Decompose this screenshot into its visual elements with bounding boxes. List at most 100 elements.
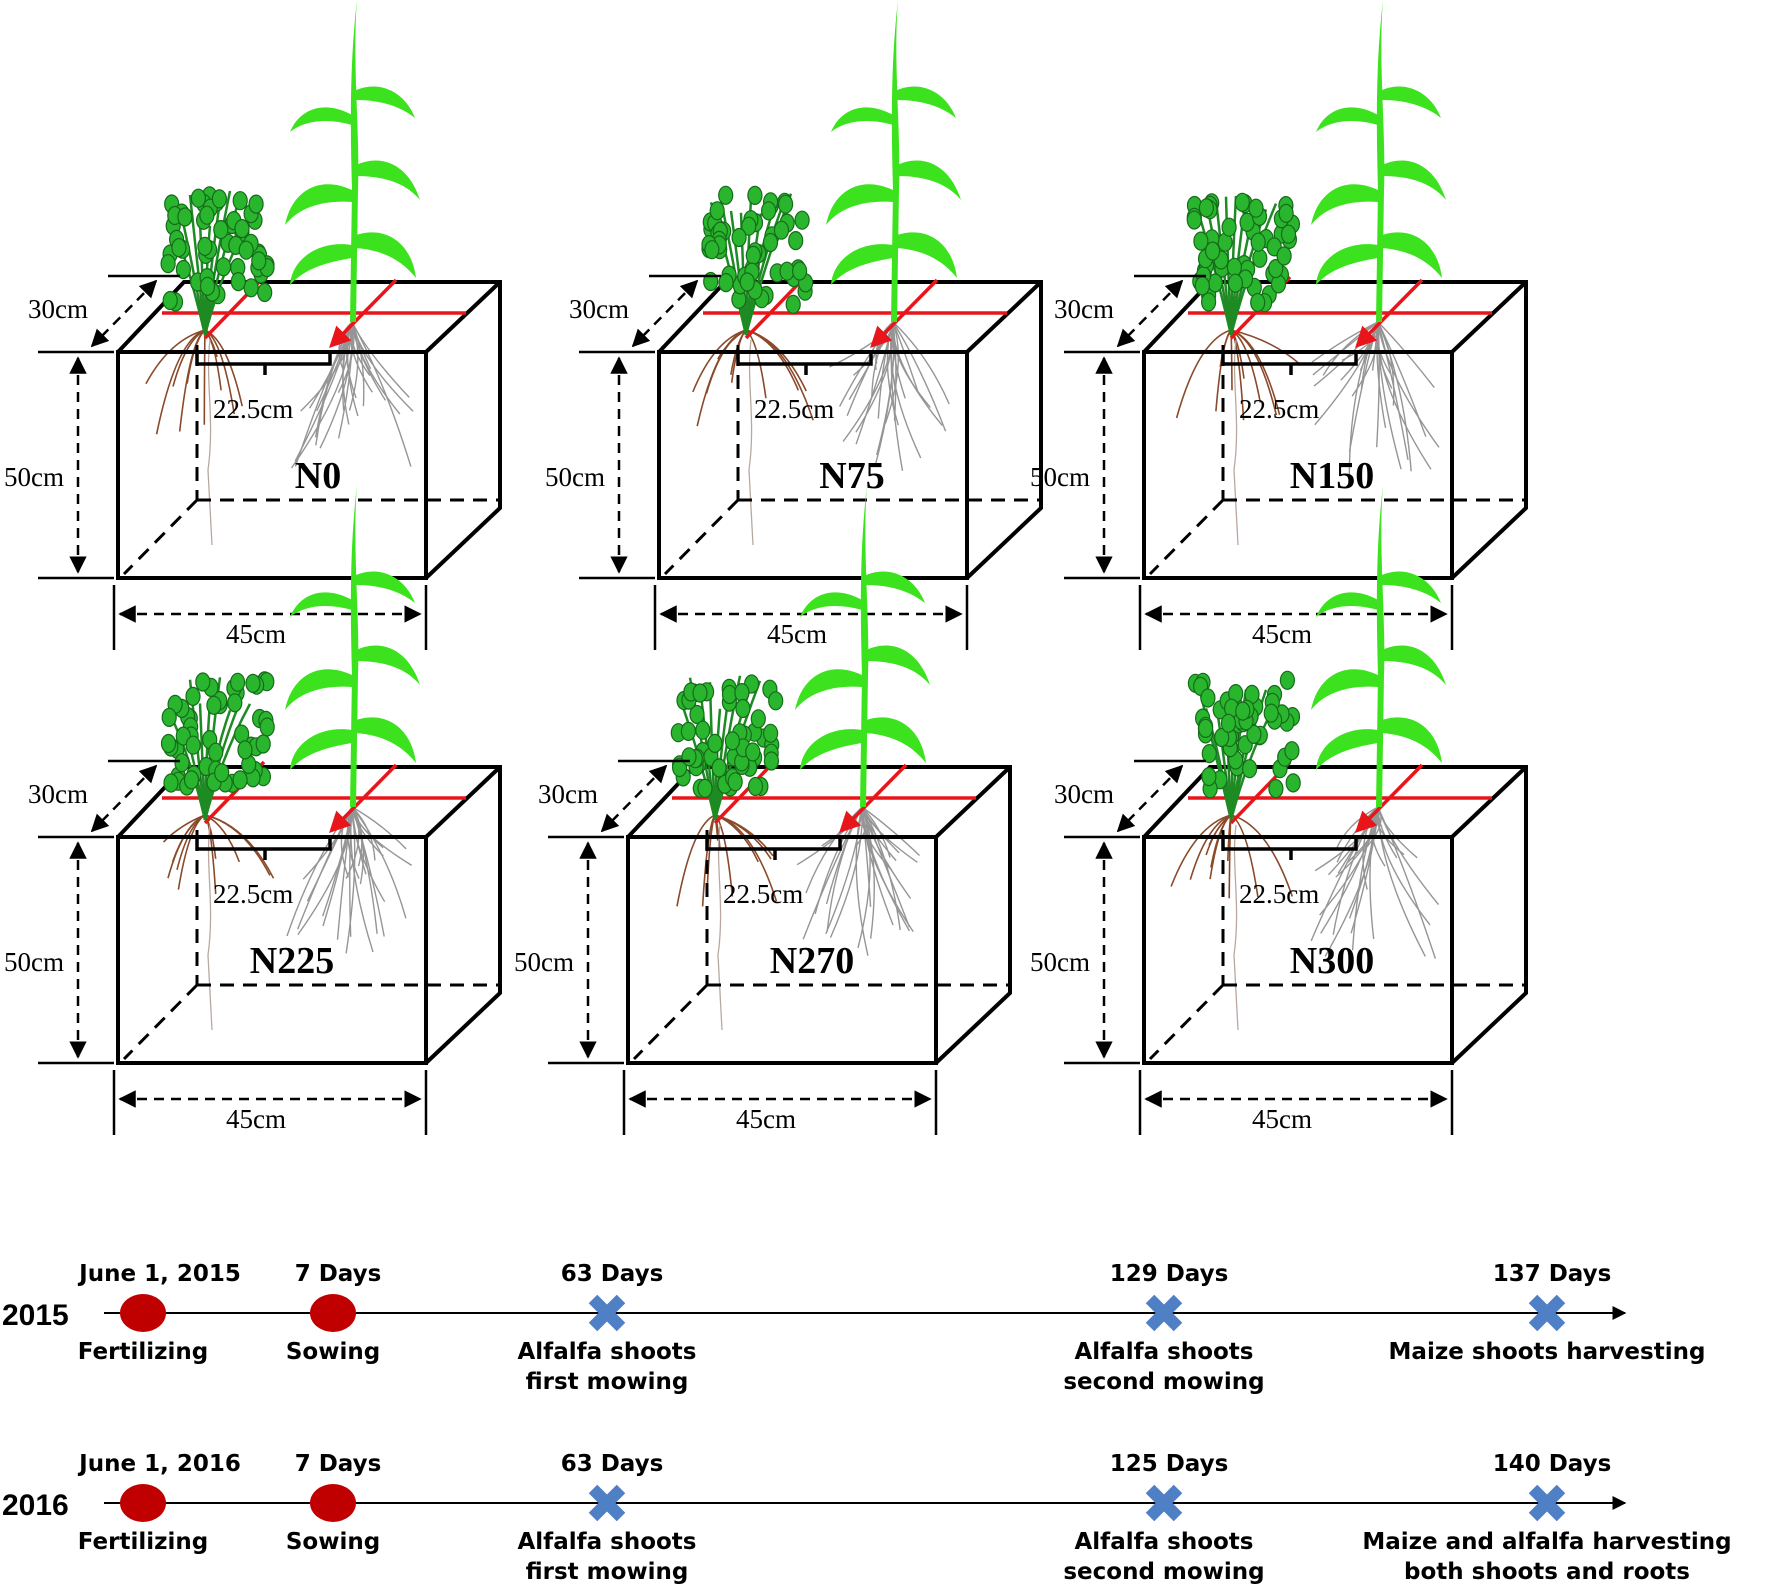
hidden-bottom-left [663, 498, 740, 576]
event-top-label: 129 Days [1110, 1261, 1229, 1287]
alfalfa-row-line [713, 760, 776, 825]
alfalfa-root [204, 814, 241, 863]
maize-stem [860, 485, 869, 807]
maize-leaf [285, 184, 352, 225]
alfalfa-leaflet [731, 227, 747, 248]
alfalfa-root [145, 329, 206, 385]
alfalfa-leaflet [718, 273, 734, 293]
alfalfa-leaflet [792, 261, 808, 281]
maize-plant [285, 0, 420, 322]
maize-root [1377, 806, 1426, 957]
alfalfa-leaflet [761, 201, 777, 221]
depth-label: 30cm [1054, 779, 1114, 809]
maize-leaf [356, 717, 416, 763]
alfalfa-leaflet [697, 778, 713, 798]
event-bottom-label: Fertilizing [78, 1339, 208, 1365]
alfalfa-leaflet [251, 251, 267, 271]
alfalfa-leaflet [704, 240, 720, 260]
height-label: 50cm [1030, 947, 1090, 977]
event-top-label: 137 Days [1493, 1261, 1612, 1287]
event-bottom-label: Maize and alfalfa harvesting [1362, 1529, 1731, 1555]
maize-leaf [356, 86, 415, 118]
spacing-label: 22.5cm [213, 879, 293, 909]
box-back-edges [1142, 280, 1528, 580]
cross-stroke [588, 1484, 626, 1522]
dimension-lines [1064, 759, 1454, 1135]
maize-leaf [285, 669, 352, 710]
maize-root [861, 806, 914, 932]
alfalfa-leaflet [1205, 241, 1221, 261]
depth-dim [1116, 764, 1184, 833]
event-top-label: 63 Days [561, 1451, 664, 1477]
spacing-label: 22.5cm [1239, 879, 1319, 909]
maize-leaf [897, 232, 957, 278]
soil-box [116, 280, 502, 580]
spacing-label: 22.5cm [723, 879, 803, 909]
alfalfa-leaflet [745, 742, 761, 762]
depth-label: 30cm [28, 779, 88, 809]
maize-leaf [1382, 232, 1442, 278]
alfalfa-leaflet [1250, 292, 1266, 313]
alfalfa-leaflet [1248, 198, 1264, 218]
treatment-label-n150: N150 [1290, 455, 1374, 497]
alfalfa-leaflet [245, 673, 261, 693]
box-top-right-edge [424, 765, 502, 839]
maize-root [351, 321, 410, 398]
treatment-label-n75: N75 [819, 455, 884, 497]
maize-roots [1311, 321, 1440, 475]
maize-root [351, 321, 412, 467]
treatment-label-n270: N270 [770, 940, 854, 982]
alfalfa-leaflet [232, 191, 248, 211]
maize-root [319, 321, 354, 449]
maize-root [351, 806, 376, 861]
spacing-bracket [195, 837, 332, 860]
maize-root [1377, 806, 1437, 959]
maize-leaf [290, 592, 352, 617]
event-top-label: June 1, 2015 [77, 1261, 241, 1287]
spacing-bracket [195, 352, 332, 375]
height-label: 50cm [545, 462, 605, 492]
box-back-edges [626, 765, 1012, 1065]
soil-box [116, 765, 502, 1065]
maize-root [351, 806, 407, 919]
spacing-label: 22.5cm [754, 394, 834, 424]
alfalfa-leaflet [681, 747, 697, 767]
cross-stroke [1145, 1294, 1183, 1332]
spacing-bracket [705, 837, 842, 860]
depth-label: 30cm [28, 294, 88, 324]
dimension-lines [38, 759, 428, 1135]
circle-marker [310, 1484, 356, 1522]
maize-leaf [1316, 592, 1378, 617]
box-back-edges [1142, 765, 1528, 1065]
maize-root [1377, 806, 1431, 926]
alfalfa-leaflet [724, 731, 740, 751]
spacing-bracket [1221, 837, 1358, 860]
event-top-label: 125 Days [1110, 1451, 1229, 1477]
event-top-label: 7 Days [295, 1451, 382, 1477]
alfalfa-leaflet [162, 290, 178, 311]
alfalfa-leaflet [1193, 231, 1209, 251]
maize-leaf [866, 645, 930, 685]
alfalfa-leaflet [1221, 217, 1237, 237]
maize-root [1377, 321, 1440, 448]
alfalfa-leaflet [1194, 276, 1210, 296]
alfalfa-plant [701, 185, 814, 336]
alfalfa-leaflet [1220, 713, 1236, 733]
box-top-right-edge [965, 280, 1043, 354]
alfalfa-leaflet [199, 276, 216, 296]
alfalfa-leaflet [773, 220, 790, 240]
cross-marker [588, 1484, 626, 1522]
event-top-label: 140 Days [1493, 1451, 1612, 1477]
maize-root [1311, 321, 1379, 363]
maize-root [1335, 806, 1379, 850]
alfalfa-leaflet [1284, 741, 1300, 761]
maize-root [351, 321, 401, 415]
alfalfa-leaflet [768, 691, 784, 711]
maize-leaf [897, 160, 961, 200]
alfalfa-leaflet [794, 210, 810, 230]
maize-leaf [1316, 244, 1378, 285]
alfalfa-leaflet [1252, 248, 1268, 268]
alfalfa-leaflet [763, 723, 779, 743]
